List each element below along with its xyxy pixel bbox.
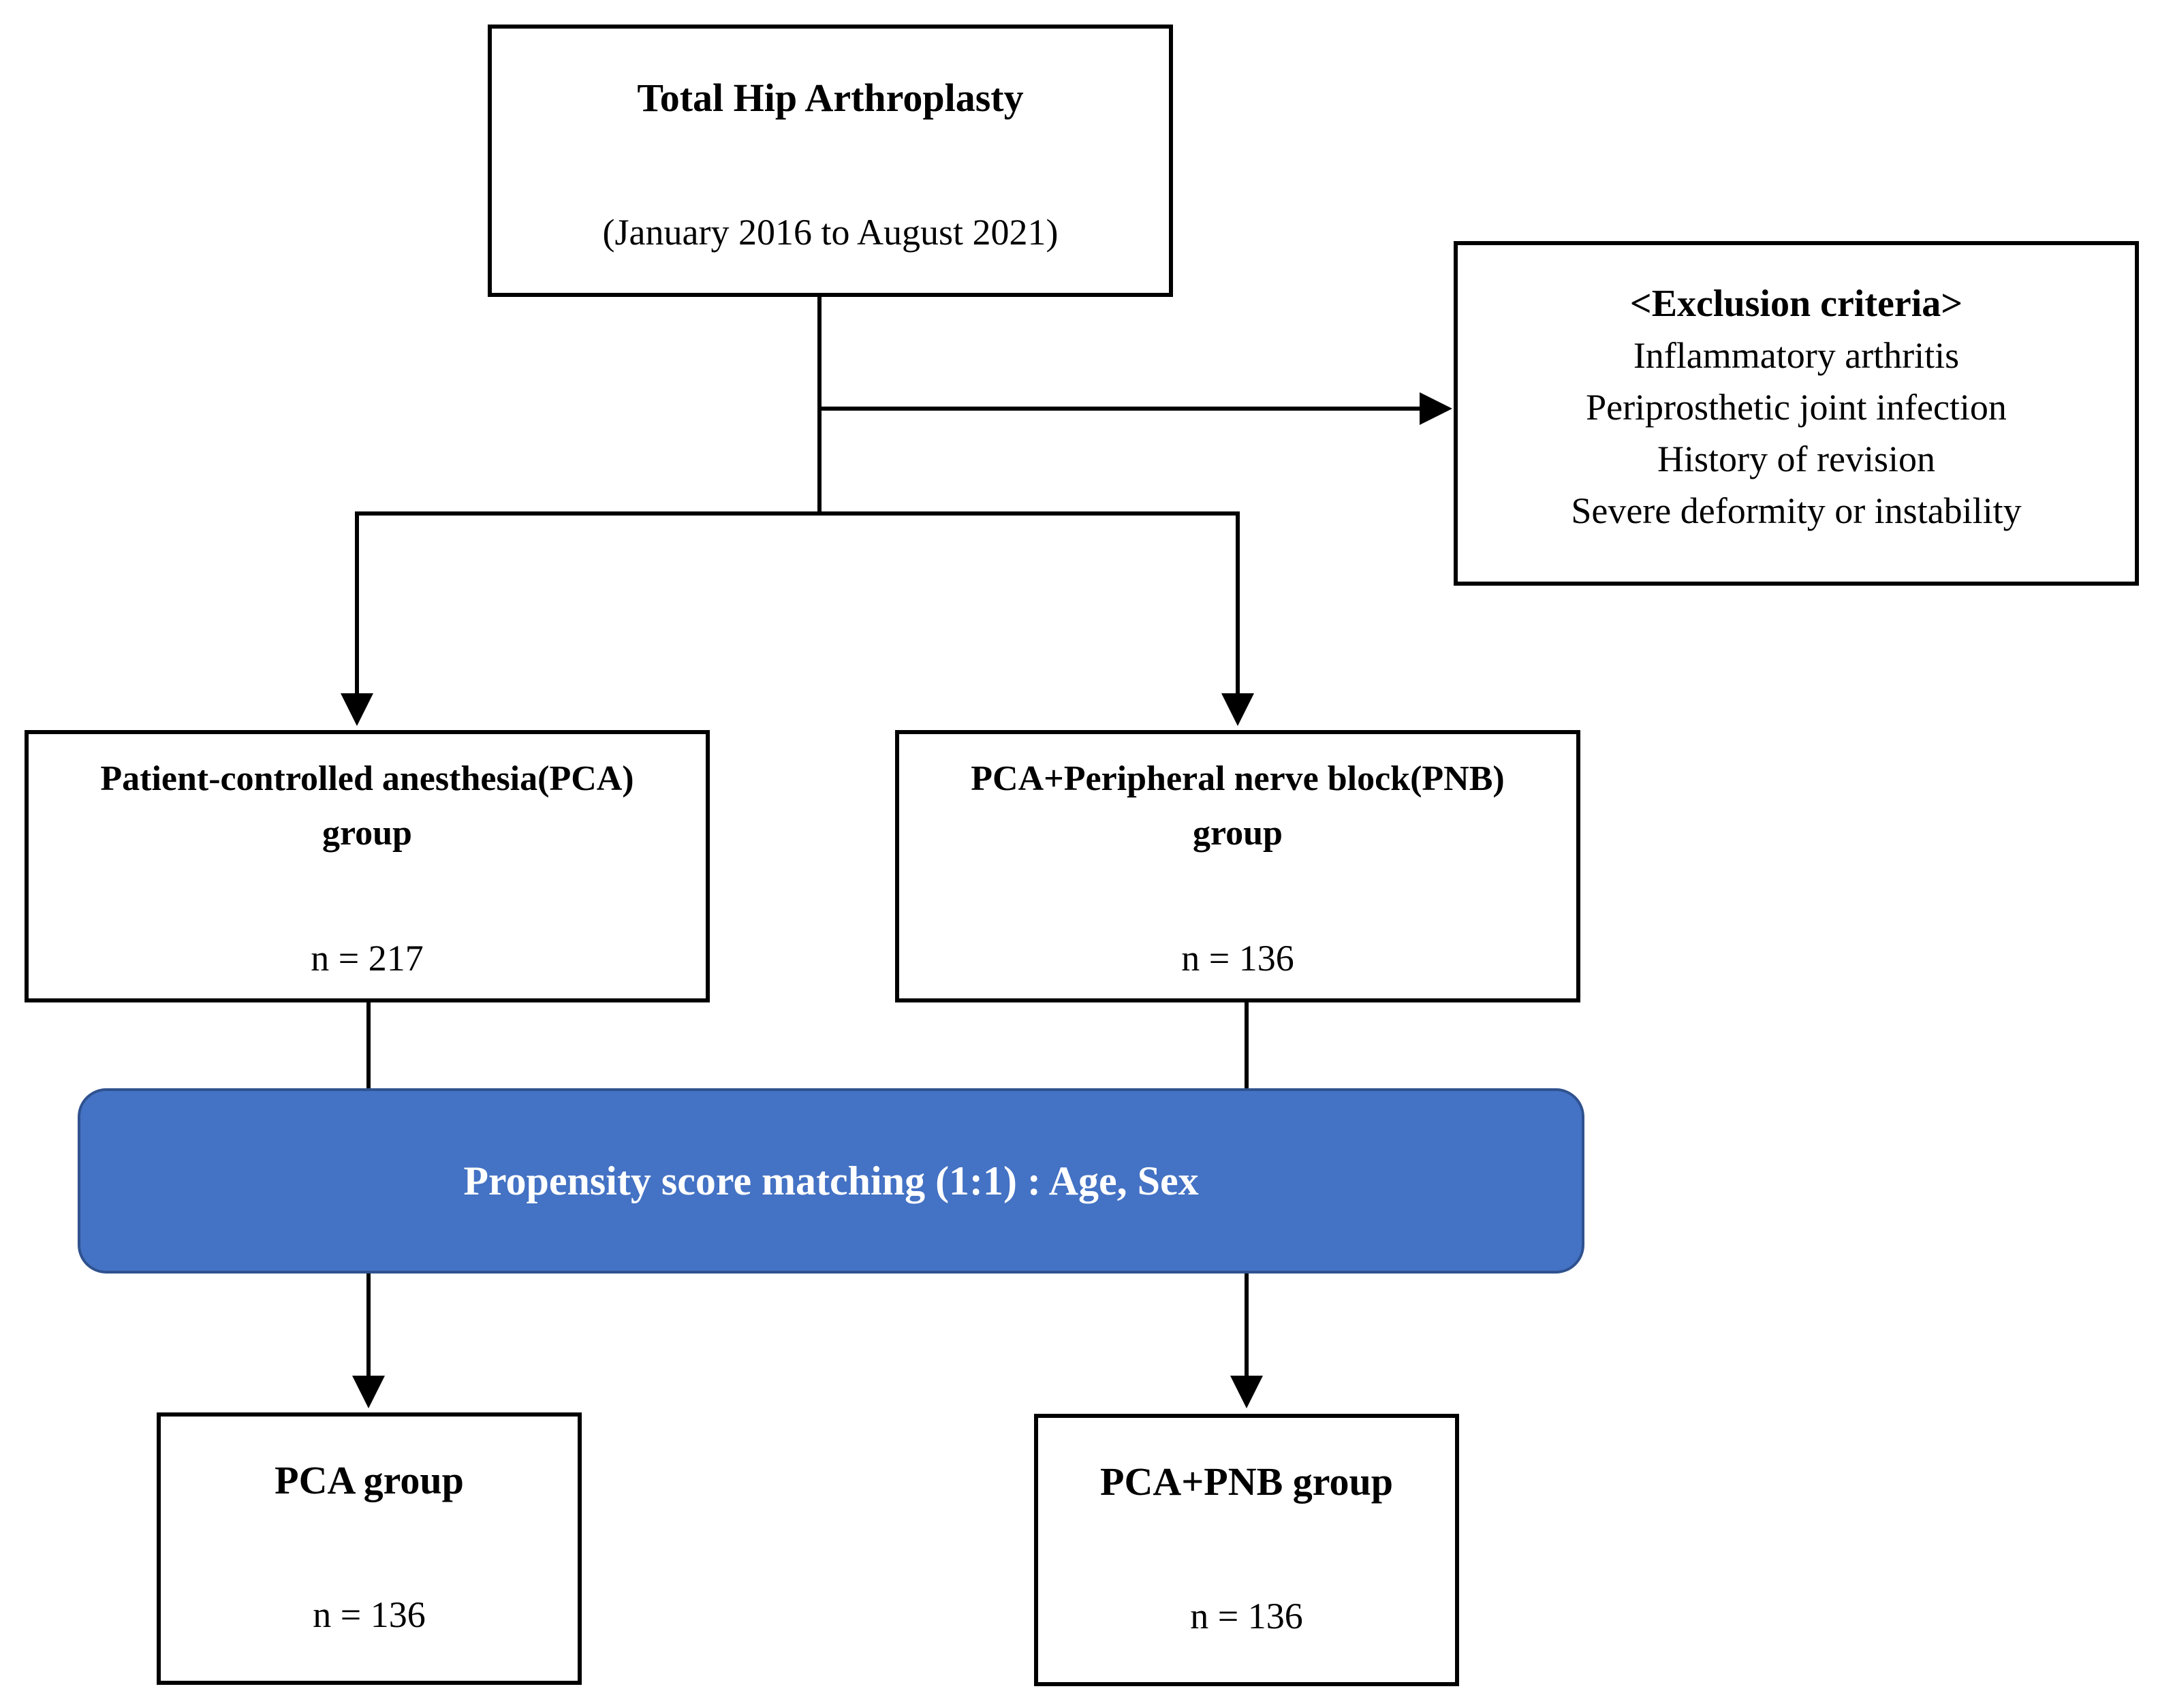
- exclusion-item: Periprosthetic joint infection: [1586, 387, 2007, 428]
- propensity-score-matching-bar: Propensity score matching (1:1) : Age, S…: [78, 1088, 1584, 1274]
- final-pnb-title: PCA+PNB group: [1100, 1459, 1393, 1504]
- pnb-group-title-line2: group: [1193, 814, 1283, 853]
- pca-group-title: Patient-controlled anesthesia(PCA): [100, 759, 634, 798]
- pnb-group-count: n = 136: [1181, 938, 1294, 979]
- pnb-group-box: PCA+Peripheral nerve block(PNB) group n …: [895, 730, 1580, 1002]
- final-pca-count: n = 136: [313, 1594, 426, 1635]
- top-box-period: (January 2016 to August 2021): [602, 212, 1059, 253]
- matching-label: Propensity score matching (1:1) : Age, S…: [463, 1158, 1199, 1203]
- pca-group-count: n = 217: [311, 938, 424, 979]
- exclusion-item: Severe deformity or instability: [1571, 490, 2022, 531]
- final-pnb-count: n = 136: [1190, 1596, 1303, 1636]
- final-pca-group-box: PCA group n = 136: [157, 1412, 582, 1685]
- exclusion-heading: <Exclusion criteria>: [1629, 283, 1963, 325]
- pca-group-box: Patient-controlled anesthesia(PCA) group…: [25, 730, 710, 1002]
- exclusion-item: History of revision: [1657, 439, 1935, 479]
- top-box-title: Total Hip Arthroplasty: [637, 76, 1024, 120]
- pnb-group-title: PCA+Peripheral nerve block(PNB): [971, 759, 1505, 798]
- exclusion-criteria-box: <Exclusion criteria> Inflammatory arthri…: [1454, 241, 2139, 586]
- final-pca-title: PCA group: [275, 1458, 464, 1502]
- exclusion-item: Inflammatory arthritis: [1633, 335, 1960, 376]
- pca-group-title-line2: group: [322, 814, 412, 853]
- total-hip-arthroplasty-box: Total Hip Arthroplasty (January 2016 to …: [488, 25, 1173, 297]
- final-pnb-group-box: PCA+PNB group n = 136: [1034, 1414, 1459, 1686]
